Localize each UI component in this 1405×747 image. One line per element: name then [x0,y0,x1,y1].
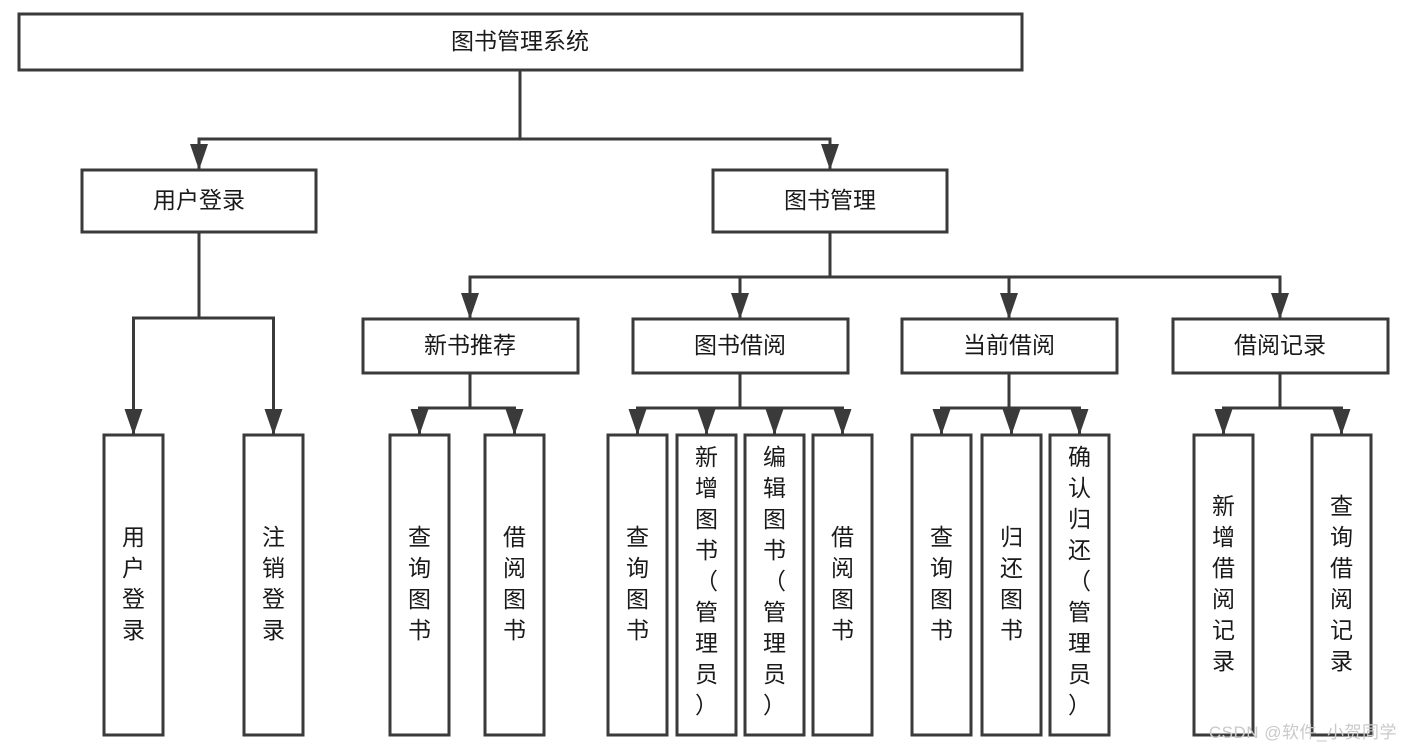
arrow-head-icon [505,409,524,435]
node-book-management[interactable]: 图书管理 [711,168,949,234]
node-book-borrow[interactable]: 图书借阅 [631,317,850,375]
leaf-node-label: 查询图书 [408,524,431,643]
leaf-node-layer: 用户登录 注销登录 查询图书 借阅图书 查询图书 新增图书（管理员） 编辑图书（管理员） 借阅… [102,433,1373,737]
arrow-head-icon [1002,409,1021,435]
leaf-node[interactable]: 借阅图书 [483,433,546,737]
arrow-head-icon [932,409,951,435]
leaf-node[interactable]: 编辑图书（管理员） [743,433,806,737]
leaf-node-box[interactable] [606,433,669,737]
leaf-node[interactable]: 新增借阅记录 [1192,433,1255,737]
arrow-head-icon [1271,293,1289,319]
node-book-borrow-label: 图书借阅 [694,332,786,358]
node-user-login-label: 用户登录 [153,187,245,213]
leaf-node-label: 注销登录 [262,524,285,643]
leaf-node[interactable]: 确认归还（管理员） [1048,433,1111,737]
arrow-head-icon [833,409,852,435]
node-book-management-label: 图书管理 [784,187,876,213]
leaf-node[interactable]: 新增图书（管理员） [675,433,738,737]
leaf-node-label: 查询借阅记录 [1330,493,1353,674]
arrow-head-icon [1214,409,1233,435]
leaf-node[interactable]: 借阅图书 [811,433,874,737]
arrow-head-icon [765,409,784,435]
arrow-head-icon [821,144,839,170]
node-borrow-record-label: 借阅记录 [1234,332,1326,358]
leaf-node-label: 借阅图书 [503,524,526,643]
arrow-head-icon [190,144,208,170]
leaf-node-box[interactable] [675,433,738,737]
leaf-node[interactable]: 查询图书 [606,433,669,737]
leaf-node-box[interactable] [388,433,451,737]
leaf-node-label: 归还图书 [1000,524,1023,643]
arrow-head-icon [1332,409,1351,435]
arrow-head-icon [697,409,716,435]
leaf-node-box[interactable] [910,433,973,737]
node-book-borrow-box[interactable] [631,317,850,375]
leaf-node[interactable]: 用户登录 [102,433,165,737]
leaf-node-box[interactable] [743,433,806,737]
arrow-head-icon [264,409,283,435]
node-user-login[interactable]: 用户登录 [80,168,318,234]
node-new-book-recommend[interactable]: 新书推荐 [361,317,580,375]
leaf-node-box[interactable] [1310,433,1373,737]
leaf-node-box[interactable] [980,433,1043,737]
leaf-node-label: 新增借阅记录 [1212,493,1235,674]
leaf-node-label: 借阅图书 [831,524,854,643]
node-user-login-box[interactable] [80,168,318,234]
connector-layer [132,68,1343,437]
leaf-node-box[interactable] [483,433,546,737]
node-current-borrow-box[interactable] [900,317,1119,375]
leaf-node-label: 查询图书 [626,524,649,643]
leaf-node[interactable]: 归还图书 [980,433,1043,737]
leaf-node[interactable]: 注销登录 [242,433,305,737]
leaf-node-label: 编辑图书（管理员） [763,444,786,718]
leaf-node[interactable]: 查询图书 [388,433,451,737]
node-new-book-recommend-label: 新书推荐 [424,332,516,358]
arrow-head-icon [1070,409,1089,435]
node-current-borrow-label: 当前借阅 [963,332,1055,358]
node-root-box[interactable] [17,12,1024,72]
leaf-node[interactable]: 查询图书 [910,433,973,737]
node-root[interactable]: 图书管理系统 [17,12,1024,72]
leaf-node-label: 确认归还（管理员） [1068,444,1091,718]
arrow-head-icon [731,293,749,319]
arrow-head-icon [124,409,143,435]
node-new-book-recommend-box[interactable] [361,317,580,375]
leaf-node-box[interactable] [242,433,305,737]
leaf-node-label: 新增图书（管理员） [695,444,718,718]
leaf-node-box[interactable] [1192,433,1255,737]
leaf-node[interactable]: 查询借阅记录 [1310,433,1373,737]
leaf-node-box[interactable] [811,433,874,737]
leaf-node-label: 用户登录 [122,524,145,643]
leaf-node-box[interactable] [102,433,165,737]
leaf-node-box[interactable] [1048,433,1111,737]
leaf-node-label: 查询图书 [930,524,953,643]
node-book-management-box[interactable] [711,168,949,234]
arrowhead-layer [124,144,1351,435]
arrow-head-icon [1000,293,1018,319]
arrow-head-icon [461,293,479,319]
node-root-label: 图书管理系统 [451,28,589,54]
arrow-head-icon [410,409,429,435]
arrow-head-icon [628,409,647,435]
node-borrow-record[interactable]: 借阅记录 [1171,317,1390,375]
node-borrow-record-box[interactable] [1171,317,1390,375]
node-current-borrow[interactable]: 当前借阅 [900,317,1119,375]
